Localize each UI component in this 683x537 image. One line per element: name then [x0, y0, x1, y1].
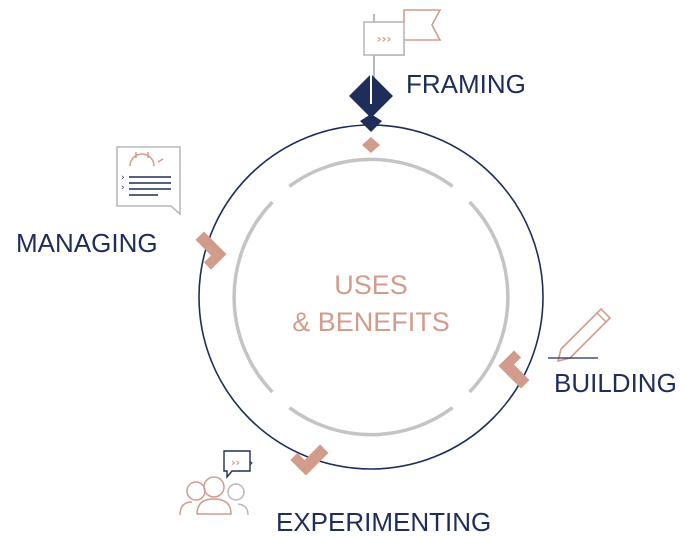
marker-managing — [195, 231, 227, 270]
inner-arc-left — [232, 200, 274, 394]
marker-experimenting — [290, 444, 329, 476]
pencil-icon — [548, 307, 612, 363]
stage-label-framing: FRAMING — [406, 69, 526, 99]
gear-chat-icon: › › — [116, 146, 181, 216]
inner-arc-top — [288, 157, 454, 188]
svg-text:›››: ››› — [377, 32, 392, 46]
pin-chevron — [360, 114, 382, 132]
team-chat-icon: ›› › — [179, 450, 253, 516]
inner-arc-bottom — [288, 406, 454, 437]
svg-text:›: › — [121, 173, 125, 183]
inner-arc-right — [468, 200, 510, 394]
center-title-line-2: & BENEFITS — [292, 307, 450, 337]
flag-icon: ››› — [349, 9, 442, 132]
svg-text:››: ›› — [231, 456, 240, 469]
ring-markers — [195, 137, 530, 476]
svg-text:›: › — [121, 183, 125, 193]
inner-ring — [232, 157, 510, 437]
stage-label-managing: MANAGING — [16, 228, 158, 258]
marker-framing — [362, 137, 380, 153]
svg-text:›: › — [249, 458, 253, 469]
marker-building — [498, 350, 530, 389]
center-title-line-1: USES — [334, 270, 408, 300]
stage-label-building: BUILDING — [554, 368, 677, 398]
stage-label-experimenting: EXPERIMENTING — [276, 507, 491, 537]
